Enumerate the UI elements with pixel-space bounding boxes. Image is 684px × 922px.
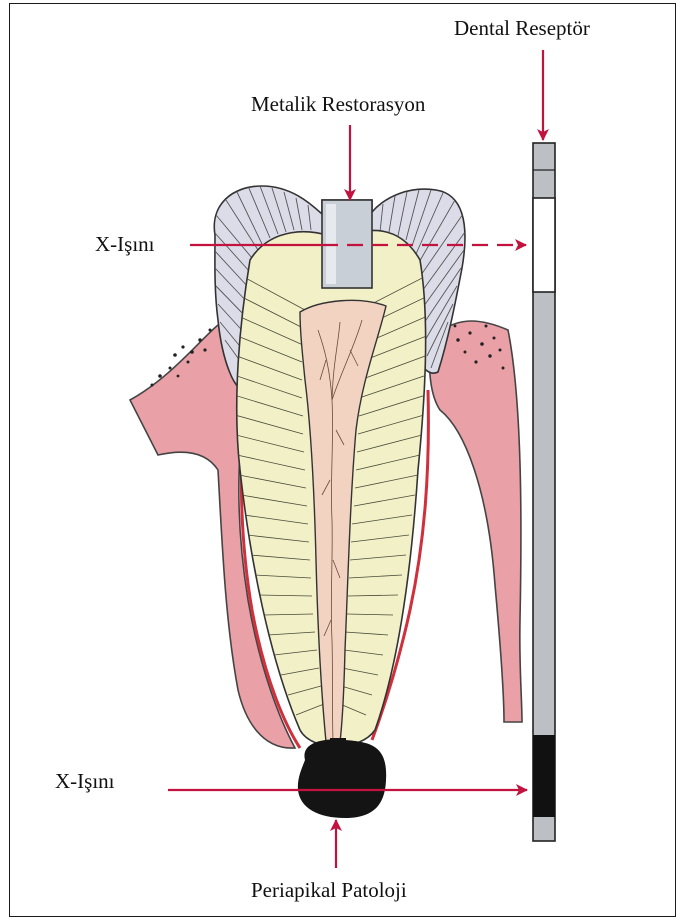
- metallic-restoration-label: Metalik Restorasyon: [251, 94, 425, 115]
- dental-receptor-label: Dental Reseptör: [454, 18, 590, 39]
- periapical-pathology-label: Periapikal Patoloji: [251, 880, 407, 901]
- xray-bottom-label: X-Işını: [55, 771, 115, 792]
- dental-receptor: [533, 143, 555, 841]
- xray-top-label: X-Işını: [95, 234, 155, 255]
- periapical-lesion: [298, 738, 386, 818]
